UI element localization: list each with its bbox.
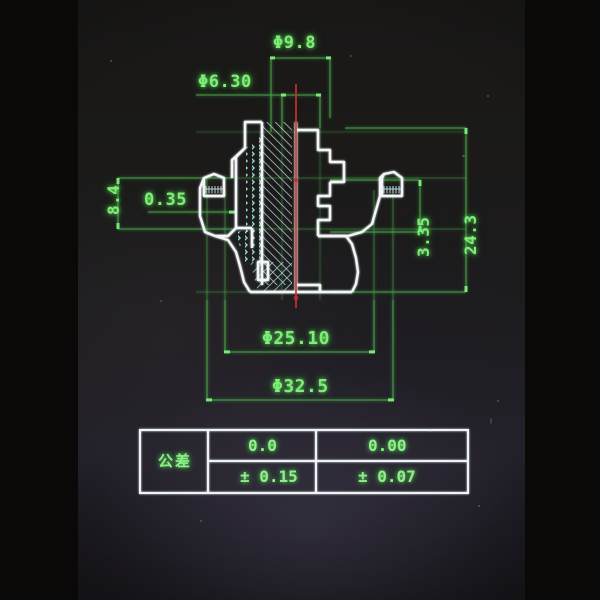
dimension-arrow-ticks <box>116 56 468 402</box>
dust-speck <box>478 505 480 507</box>
dust-speck <box>490 418 492 424</box>
tolerance-value-0-07: ± 0.07 <box>358 467 416 486</box>
tolerance-nominal-0-0: 0.0 <box>248 436 277 455</box>
photographed-screen <box>78 0 525 600</box>
tolerance-table-row-header: 公差 <box>158 452 193 470</box>
part-left-section <box>236 122 292 292</box>
left-flange-knurl <box>204 186 224 193</box>
dimension-label-phi9-8: Φ9.8 <box>273 33 316 53</box>
dust-speck <box>200 520 202 522</box>
dimension-label-phi6-30: Φ6.30 <box>198 72 252 92</box>
dust-speck <box>462 155 465 157</box>
dust-speck <box>160 300 162 302</box>
right-flange-knurl <box>382 186 402 193</box>
tolerance-nominal-0-00: 0.00 <box>368 436 407 455</box>
photo-letterbox-right <box>525 0 600 600</box>
dimension-extension-lines <box>117 57 467 401</box>
part-outline-left <box>198 120 296 294</box>
dust-speck <box>110 60 112 62</box>
tolerance-table-grid <box>139 429 469 494</box>
dust-speck <box>487 95 489 97</box>
tolerance-value-0-15: ± 0.15 <box>240 467 298 486</box>
dimension-label-phi25-10: Φ25.10 <box>262 328 331 349</box>
dimension-label-0-35: 0.35 <box>144 190 187 210</box>
part-outline-right <box>294 122 404 294</box>
dimension-label-phi32-5: Φ32.5 <box>272 376 329 397</box>
dust-speck <box>497 400 499 402</box>
dust-speck <box>430 430 432 432</box>
dust-speck <box>350 55 352 57</box>
dimension-label-8-4: 8.4 <box>104 184 123 215</box>
dimension-label-24-3: 24.3 <box>461 214 480 255</box>
centerline-axis <box>293 84 299 308</box>
dimension-label-3-35: 3.35 <box>414 216 433 257</box>
photo-letterbox-left <box>0 0 78 600</box>
